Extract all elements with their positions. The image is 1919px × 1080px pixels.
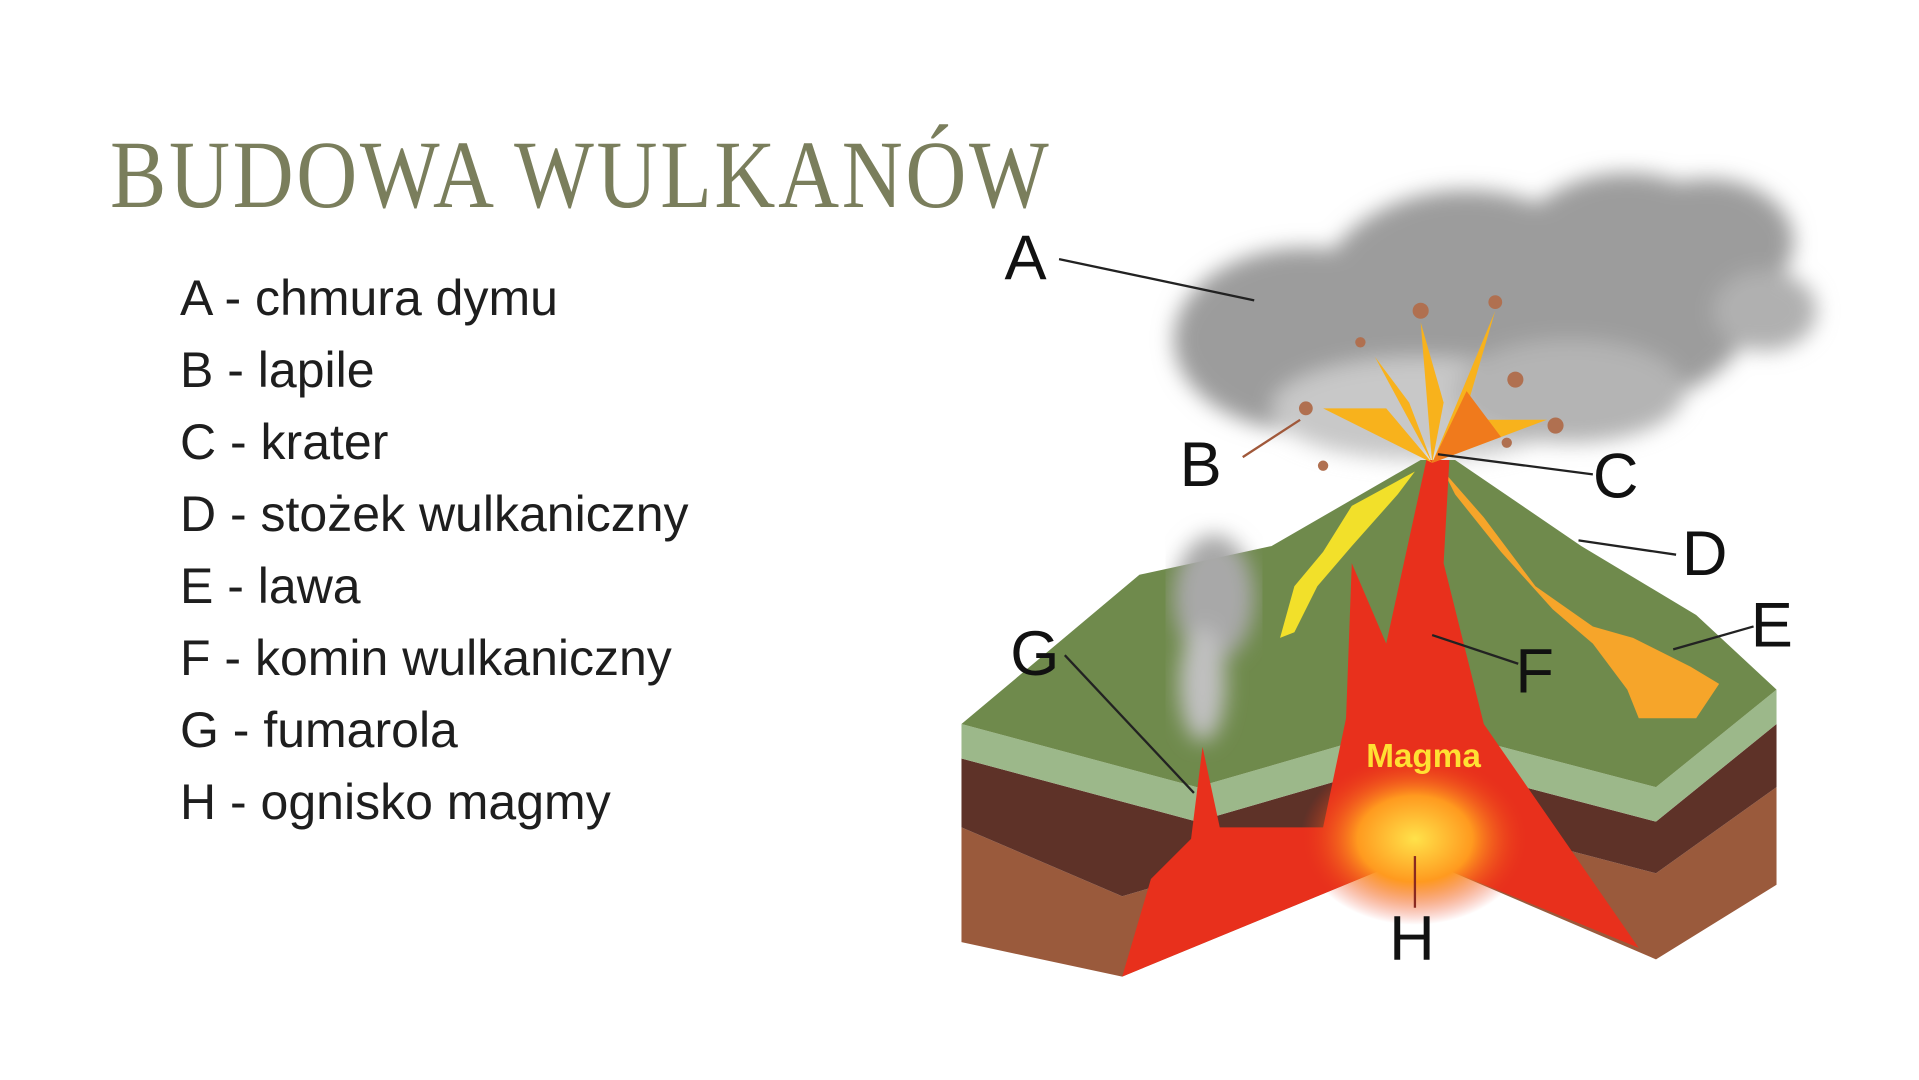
lava-flow-left — [1280, 471, 1415, 638]
label-g: G — [1010, 619, 1059, 689]
legend-item-f: F - komin wulkaniczny — [180, 630, 672, 686]
label-d: D — [1682, 519, 1728, 589]
pointer-lines — [1058, 257, 1754, 908]
label-f: F — [1515, 636, 1554, 706]
legend-item-h: H - ognisko magmy — [180, 774, 611, 830]
legend-item-g: G - fumarola — [180, 702, 458, 758]
fumarole-smoke — [1173, 534, 1255, 742]
lava-flow-right — [1443, 471, 1720, 719]
legend-item-b: B - lapile — [180, 342, 375, 398]
legend-item-c: C - krater — [180, 414, 389, 470]
page-title: BUDOWA WULKANÓW — [110, 121, 1052, 229]
label-e: E — [1751, 591, 1793, 661]
label-c: C — [1593, 441, 1639, 511]
magma-label: Magma — [1366, 738, 1481, 775]
legend-item-d: D - stożek wulkaniczny — [180, 486, 689, 542]
legend-item-a: A - chmura dymu — [180, 270, 558, 326]
smoke-cloud — [1173, 172, 1817, 460]
volcano-diagram: Magma A B C D E F G H — [961, 172, 1817, 977]
legend-item-e: E - lawa — [180, 558, 361, 614]
label-b: B — [1180, 430, 1222, 500]
label-a: A — [1005, 223, 1047, 293]
magma-glow — [1300, 752, 1530, 925]
label-h: H — [1389, 903, 1435, 973]
legend-list: A - chmura dymu B - lapile C - krater D … — [180, 262, 689, 838]
